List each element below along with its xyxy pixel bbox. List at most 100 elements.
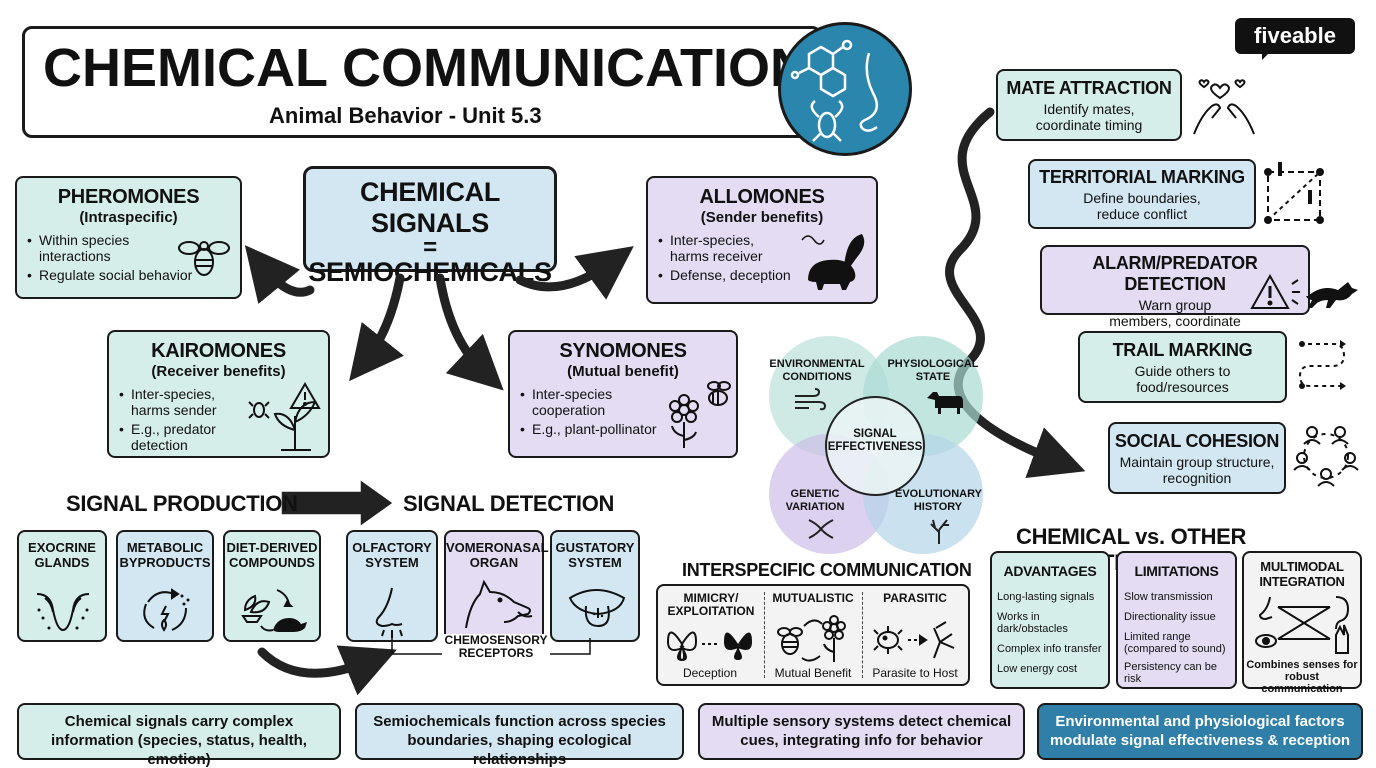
interspecific-col-mimicry-title: MIMICRY/ EXPLOITATION [667, 591, 755, 618]
detection-heading: SIGNAL DETECTION [403, 491, 615, 516]
summary-text-2: Semiochemicals function across species b… [373, 713, 666, 768]
plant-mouse-icon [241, 589, 307, 632]
production-metabolic-label: METABOLIC BYPRODUCTS [119, 540, 211, 570]
limitations-title: LIMITATIONS [1134, 563, 1219, 579]
nose-icon [375, 587, 403, 638]
summary-box-4: Environmental and physiological factors … [1037, 703, 1363, 760]
allomones-sub: (Sender benefits) [700, 209, 824, 226]
interspecific-col-mimicry-foot: Deception [682, 666, 738, 680]
detection-gustatory-box: GUSTATORY SYSTEM [550, 530, 640, 642]
limitations-item-1: Slow transmission [1124, 591, 1213, 603]
function-box-trail-marking: TRAIL MARKING Guide others to food/resou… [1078, 331, 1287, 403]
function-desc-social: Maintain group structure, recognition [1119, 454, 1275, 486]
flower-bee-icon [669, 381, 731, 448]
function-box-social-cohesion: SOCIAL COHESION Maintain group structure… [1108, 422, 1286, 494]
synomones-bullet-2: E.g., plant-pollinator [518, 421, 678, 437]
function-desc-territorial: Define boundaries, reduce conflict [1083, 190, 1201, 222]
brand-prefix: five [1254, 23, 1292, 48]
pheromones-sub: (Intraspecific) [79, 209, 178, 226]
summary-box-3: Multiple sensory systems detect chemical… [698, 703, 1025, 760]
interspecific-divider-1 [764, 592, 765, 678]
logo-tail [1262, 52, 1278, 60]
multimodal-title: MULTIMODAL INTEGRATION [1259, 559, 1345, 589]
center-line2: = [423, 234, 437, 261]
tongue-icon [568, 589, 626, 628]
interspecific-col-parasitic-title: PARASITIC [883, 591, 947, 605]
function-title-alarm: ALARM/PREDATOR DETECTION [1092, 253, 1258, 294]
venn-label-evolution: EVOLUTIONARY HISTORY [895, 488, 982, 513]
detection-olfactory-box: OLFACTORY SYSTEM [346, 530, 438, 642]
interspecific-col-mutualistic-foot: Mutual Benefit [774, 666, 852, 680]
limitations-item-2: Directionality issue [1124, 611, 1216, 623]
limitations-box: LIMITATIONS Slow transmission Directiona… [1116, 551, 1237, 689]
venn-center-circle [825, 396, 925, 496]
pheromones-bullet-1: Within species interactions [25, 232, 175, 264]
allomones-bullet-2: Defense, deception [656, 267, 806, 283]
venn-label-physiology: PHYSIOLOGICAL STATE [887, 358, 979, 383]
limitations-item-4: Persistency can be risk [1124, 661, 1217, 685]
kairomones-bullet-1: Inter-species, harms sender [117, 386, 237, 418]
allomones-bullet-1: Inter-species, harms receiver [656, 232, 786, 264]
center-line1: CHEMICAL SIGNALS [359, 177, 501, 238]
center-line3: SEMIOCHEMICALS [308, 257, 552, 287]
group-people-icon [1293, 426, 1359, 487]
plant-warning-icon [248, 382, 321, 451]
function-desc-mate: Identify mates, coordinate timing [1035, 101, 1143, 133]
pheromones-title: PHEROMONES [57, 186, 200, 208]
wolf-icon [465, 579, 533, 629]
chemosensory-receptors-label: CHEMOSENSORY RECEPTORS [442, 634, 550, 660]
advantages-item-3: Complex info transfer [997, 643, 1102, 655]
fiveable-logo: fiveable [1235, 18, 1355, 54]
parasite-host-icon [873, 621, 955, 659]
venn-diagram: ENVIRONMENTAL CONDITIONS PHYSIOLOGICAL S… [765, 336, 985, 556]
hearts-hands-icon [1193, 79, 1255, 135]
production-heading: SIGNAL PRODUCTION [66, 491, 298, 516]
center-semiochemicals-box: CHEMICAL SIGNALS = SEMIOCHEMICALS [303, 166, 557, 287]
interspecific-col-mutualistic-title: MUTUALISTIC [772, 591, 854, 605]
cow-icon [927, 392, 963, 414]
summary-text-4: Environmental and physiological factors … [1049, 713, 1351, 749]
function-title-territorial: TERRITORIAL MARKING [1039, 167, 1245, 187]
advantages-title: ADVANTAGES [1003, 563, 1097, 579]
page-title: CHEMICAL COMMUNICATION [43, 38, 809, 98]
butterfly-mimicry-icon [666, 631, 752, 662]
summary-text-3: Multiple sensory systems detect chemical… [711, 713, 1012, 749]
chemical-molecule-icon [778, 22, 912, 156]
wind-icon [795, 388, 827, 411]
function-title-social: SOCIAL COHESION [1114, 431, 1280, 451]
venn-label-environment: ENVIRONMENTAL CONDITIONS [769, 358, 865, 383]
detection-vomeronasal-label: VOMERONASAL ORGAN [446, 540, 549, 570]
synomones-sub: (Mutual benefit) [567, 363, 679, 380]
function-box-territorial-marking: TERRITORIAL MARKING Define boundaries, r… [1028, 159, 1256, 229]
synomones-title: SYNOMONES [559, 340, 687, 362]
trail-path-icon [1298, 340, 1346, 390]
bee-flower-mutual-icon [777, 615, 846, 662]
multimodal-box: MULTIMODAL INTEGRATION Combines senses f… [1242, 551, 1362, 695]
allomones-box: ALLOMONES (Sender benefits) Inter-specie… [646, 176, 878, 304]
production-diet-label: DIET-DERIVED COMPOUNDS [226, 540, 318, 570]
production-metabolic-box: METABOLIC BYPRODUCTS [116, 530, 214, 642]
synomones-box: SYNOMONES (Mutual benefit) Inter-species… [508, 330, 738, 458]
tree-icon [930, 519, 949, 544]
skunk-icon [801, 234, 865, 290]
territory-map-icon [1264, 162, 1324, 224]
interspecific-panel [656, 584, 970, 686]
summary-text-1: Chemical signals carry complex informati… [51, 713, 307, 768]
detection-vomeronasal-box: VOMERONASAL ORGAN [444, 530, 549, 642]
brand-suffix: able [1291, 23, 1336, 48]
bee-icon [178, 241, 230, 276]
pheromones-bullet-2: Regulate social behavior [25, 267, 215, 283]
dna-icon [808, 519, 834, 539]
allomones-title: ALLOMONES [699, 186, 825, 208]
pheromones-box: PHEROMONES (Intraspecific) Within specie… [15, 176, 242, 299]
production-exocrine-label: EXOCRINE GLANDS [28, 540, 96, 570]
venn-center-label: SIGNAL EFFECTIVENESS [827, 428, 923, 453]
detection-gustatory-label: GUSTATORY SYSTEM [555, 540, 635, 570]
limitations-item-3: Limited range (compared to sound) [1124, 631, 1226, 655]
kairomones-sub: (Receiver benefits) [151, 363, 286, 380]
metabolic-cycle-icon [143, 588, 190, 632]
warning-fox-icon [1250, 273, 1358, 309]
summary-box-1: Chemical signals carry complex informati… [17, 703, 341, 768]
function-title-mate: MATE ATTRACTION [1006, 78, 1172, 98]
